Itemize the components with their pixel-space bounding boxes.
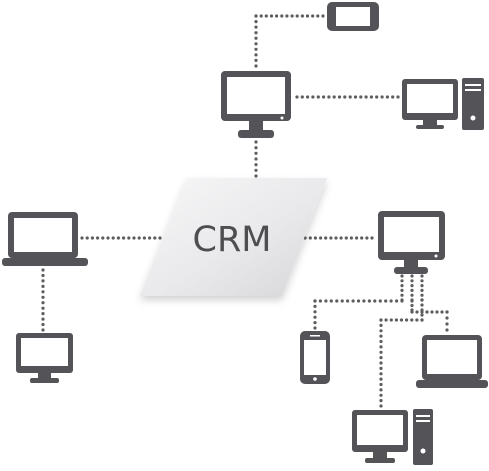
desktop-computer-icon <box>402 78 484 130</box>
crm-label: CRM <box>193 220 272 260</box>
laptop-icon <box>416 335 488 388</box>
crm-parallelogram <box>140 178 327 296</box>
desktop-computer-icon <box>352 409 433 465</box>
tablet-icon <box>327 2 379 31</box>
connector-lines <box>41 14 449 408</box>
laptop-icon <box>2 212 88 266</box>
monitor-icon <box>378 211 445 274</box>
smartphone-icon <box>300 331 330 384</box>
crm-hub: CRM <box>140 178 327 296</box>
monitor-icon <box>16 333 73 383</box>
monitor-icon <box>221 71 291 138</box>
